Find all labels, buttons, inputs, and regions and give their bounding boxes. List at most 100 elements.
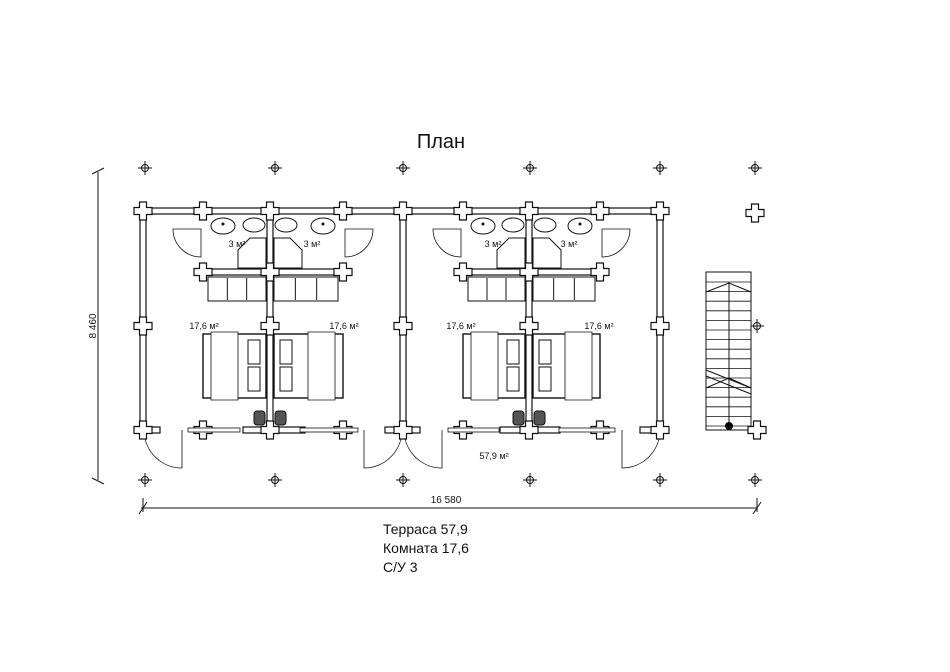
log-joint xyxy=(453,201,473,221)
log-joint xyxy=(260,201,280,221)
legend-bathroom: С/У 3 xyxy=(383,559,418,575)
axis-marker-cross xyxy=(396,473,410,487)
legend-terrace: Терраса 57,9 xyxy=(383,521,468,537)
log-joint xyxy=(650,201,670,221)
window xyxy=(187,427,241,433)
log-joint xyxy=(393,316,413,336)
sink-drain xyxy=(321,222,325,226)
bathroom-door xyxy=(344,228,374,258)
wardrobe xyxy=(207,276,267,302)
wall xyxy=(462,268,530,276)
axis-marker-cross xyxy=(138,473,152,487)
bed-blanket xyxy=(307,331,336,401)
toilet-icon xyxy=(242,217,266,233)
room-area-label: 17,6 м² xyxy=(446,321,475,331)
window xyxy=(558,427,616,433)
pillow xyxy=(279,366,293,392)
pillow xyxy=(279,339,293,365)
plan-title: План xyxy=(417,131,465,153)
sink-icon xyxy=(567,217,593,235)
axis-marker-cross xyxy=(138,161,152,175)
log-joint xyxy=(133,420,153,440)
log-joint xyxy=(393,201,413,221)
log-joint xyxy=(260,420,280,440)
height-dimension-line xyxy=(91,167,105,485)
pillow xyxy=(506,366,520,392)
sink-icon xyxy=(310,217,336,235)
bath-area-label: 3 м² xyxy=(485,239,502,249)
toilet-icon xyxy=(501,217,525,233)
axis-marker-cross xyxy=(653,161,667,175)
chair xyxy=(253,410,266,426)
shower-icon xyxy=(532,237,562,269)
wardrobe xyxy=(273,276,339,302)
legend-room: Комната 17,6 xyxy=(383,540,469,556)
log-joint xyxy=(333,262,353,282)
bathroom-door xyxy=(432,228,462,258)
entrance-door xyxy=(621,429,661,469)
plan-geometry xyxy=(91,161,767,515)
log-joint xyxy=(519,262,539,282)
log-joint xyxy=(519,201,539,221)
axis-marker-cross xyxy=(523,161,537,175)
bath-area-label: 3 м² xyxy=(304,239,321,249)
toilet-icon xyxy=(274,217,298,233)
sink-drain xyxy=(481,222,485,226)
log-joint xyxy=(590,262,610,282)
pillow xyxy=(538,339,552,365)
room-area-label: 17,6 м² xyxy=(329,321,358,331)
log-joint xyxy=(453,262,473,282)
window xyxy=(447,427,500,433)
log-joint xyxy=(193,262,213,282)
entrance-door xyxy=(363,429,403,469)
bath-area-label: 3 м² xyxy=(561,239,578,249)
log-joint xyxy=(193,201,213,221)
window xyxy=(299,427,359,433)
room-area-label: 17,6 м² xyxy=(189,321,218,331)
log-joint xyxy=(650,420,670,440)
bed-blanket xyxy=(210,331,239,401)
stair-break-line xyxy=(705,369,752,395)
width-dimension: 16 580 xyxy=(431,495,462,506)
width-dimension-line xyxy=(138,498,762,515)
wall xyxy=(528,268,601,276)
entrance-door xyxy=(143,429,183,469)
pillow xyxy=(506,339,520,365)
pillow xyxy=(247,366,261,392)
chair xyxy=(512,410,525,426)
axis-marker-cross xyxy=(396,161,410,175)
chair xyxy=(533,410,546,426)
log-joint xyxy=(133,316,153,336)
axis-marker-cross xyxy=(653,473,667,487)
log-joint xyxy=(650,316,670,336)
wardrobe xyxy=(532,276,596,302)
sink-icon xyxy=(210,217,236,235)
axis-marker-cross xyxy=(748,161,762,175)
terrace-area-label: 57,9 м² xyxy=(479,451,508,461)
stair-start-dot xyxy=(725,422,733,430)
log-joint xyxy=(519,316,539,336)
axis-marker-cross xyxy=(523,473,537,487)
sink-drain xyxy=(221,222,225,226)
bed-blanket xyxy=(470,331,499,401)
log-joint xyxy=(393,420,413,440)
bed-blanket xyxy=(564,331,593,401)
sink-icon xyxy=(470,217,496,235)
toilet-icon xyxy=(533,217,557,233)
axis-marker-cross xyxy=(750,319,764,333)
pillow xyxy=(247,339,261,365)
wall xyxy=(202,268,271,276)
log-joint xyxy=(747,420,767,440)
axis-marker-cross xyxy=(268,473,282,487)
wall xyxy=(269,268,344,276)
log-joint xyxy=(333,201,353,221)
log-joint xyxy=(260,262,280,282)
log-joint xyxy=(519,420,539,440)
log-joint xyxy=(260,316,280,336)
bath-area-label: 3 м² xyxy=(229,239,246,249)
shower-icon xyxy=(273,237,303,269)
bathroom-door xyxy=(601,228,631,258)
room-area-label: 17,6 м² xyxy=(584,321,613,331)
bathroom-door xyxy=(172,228,202,258)
